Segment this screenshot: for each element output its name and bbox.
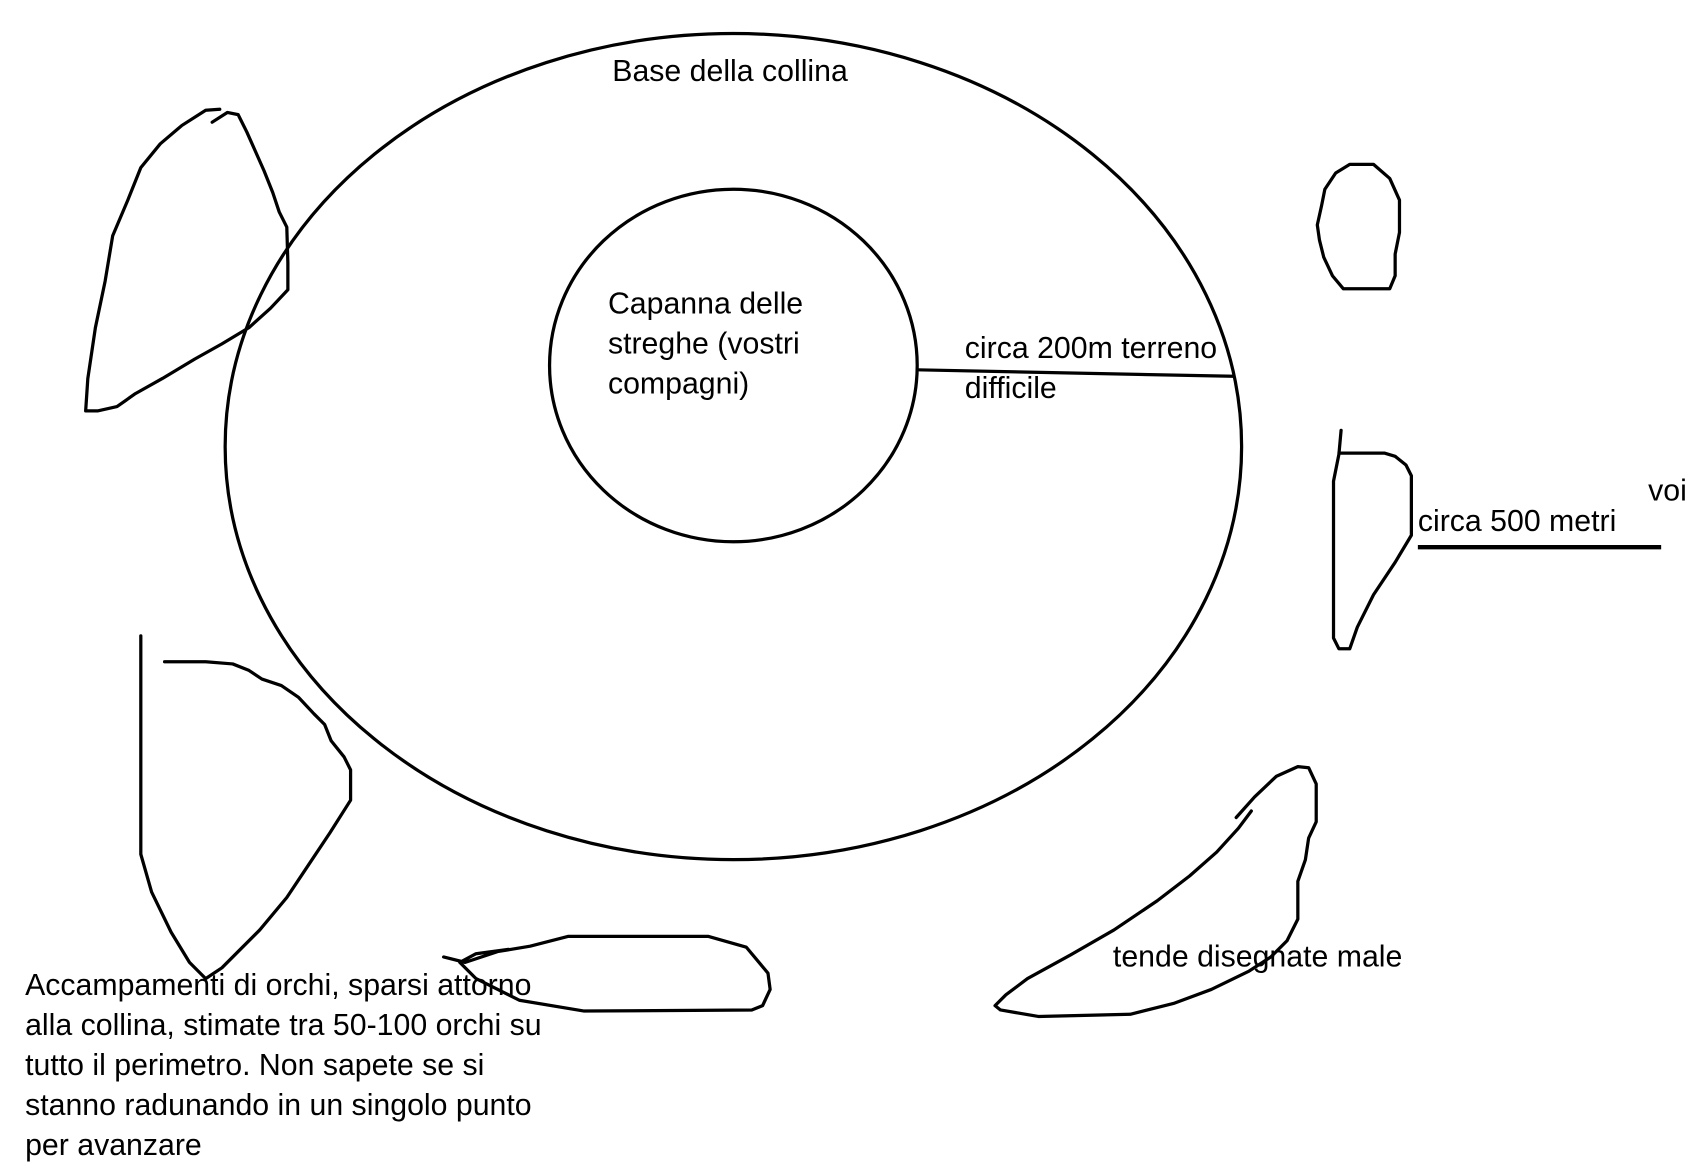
orc-camps-label-5: per avanzare: [25, 1129, 202, 1162]
orc-camps-label-2: alla collina, stimate tra 50-100 orchi s…: [25, 1009, 541, 1042]
terrain-label-2: difficile: [965, 372, 1057, 405]
terrain-label-1: circa 200m terreno: [965, 332, 1217, 365]
orc-camps-label-3: tutto il perimetro. Non sapete se si: [25, 1049, 484, 1082]
tents-label: tende disegnate male: [1113, 941, 1402, 974]
you-label: voi: [1648, 475, 1687, 508]
orc-camp-top-left: [84, 107, 290, 413]
witch-hut-circle: [547, 187, 919, 544]
witch-hut-label-3: compagni): [608, 368, 749, 401]
witch-hut-label-1: Capanna delle: [608, 288, 803, 321]
orc-camp-right: [1331, 428, 1413, 651]
orc-camps-label-4: stanno radunando in un singolo punto: [25, 1089, 532, 1122]
difficult-terrain-line: [915, 368, 1235, 378]
orc-camp-left: [139, 634, 353, 981]
orc-camp-top-right: [1315, 162, 1402, 291]
hill-base-ellipse: [223, 31, 1244, 862]
orc-camps-label-1: Accampamenti di orchi, sparsi attorno: [25, 969, 531, 1002]
distance-label: circa 500 metri: [1418, 505, 1616, 538]
hill-base-label: Base della collina: [612, 55, 848, 88]
witch-hut-label-2: streghe (vostri: [608, 328, 800, 361]
orc-camp-bottom: [441, 934, 772, 1013]
orc-camp-bottom-right: [993, 765, 1318, 1019]
